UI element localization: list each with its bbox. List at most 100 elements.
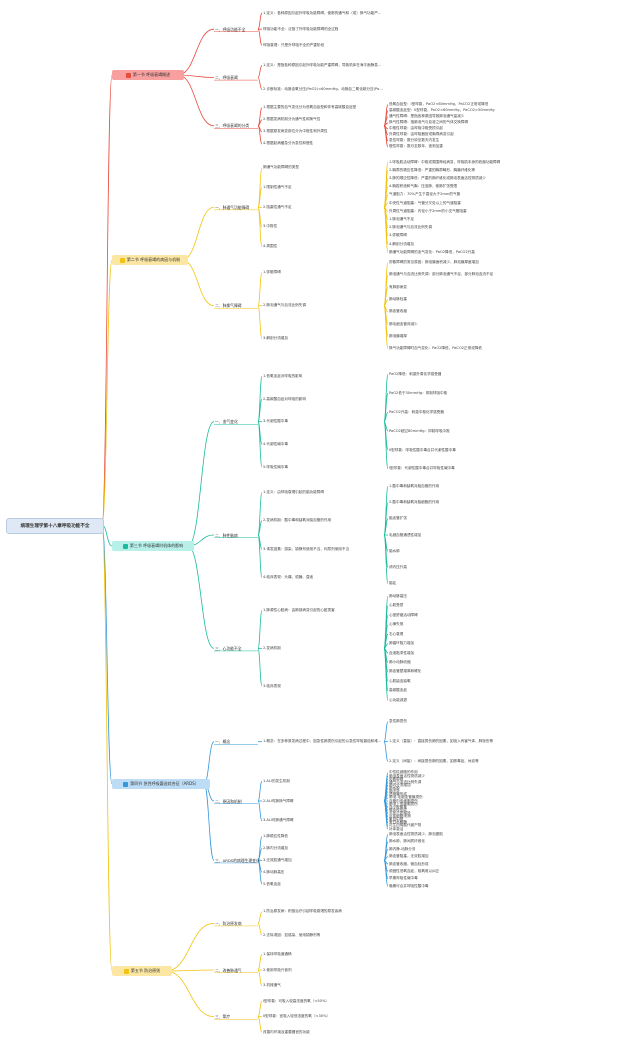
detail-item[interactable]: 肺动脉高压 (389, 593, 407, 598)
detail-item[interactable]: 低氧血症型：I型呼衰，PaO2<60mmHg，PaCO2正常或降低 (389, 102, 489, 107)
branch-label[interactable]: 三、呼吸衰竭的分类 (215, 123, 250, 129)
detail-item[interactable]: 有肺部病变 (389, 284, 407, 289)
detail-item[interactable]: II型呼衰：呼吸性酸中毒合并代谢性酸中毒 (389, 447, 456, 452)
leaf-item[interactable]: 2.发病机制：酸中毒和缺氧对脑血管的作用 (263, 518, 332, 523)
detail-item[interactable]: 肺内静-动脉分流 (389, 846, 416, 851)
detail-item[interactable]: PaO2低于30mmHg：抑制呼吸中枢 (389, 390, 448, 395)
detail-item[interactable]: 2.肺泡通气与血流比例失调 (389, 225, 432, 230)
detail-item[interactable]: 心功能减退 (389, 697, 407, 702)
detail-item[interactable]: 4.胸腔积液和气胸：压迫肺，使肺扩张受限 (389, 184, 458, 189)
leaf-item[interactable]: 2.诊断标准：动脉血氧分压(PaO2)<60mmHg，动脉血二氧化碳分压(PaC… (263, 87, 385, 92)
leaf-item[interactable]: II型呼衰：宜吸入较低浓度的氧（<30%） (263, 1014, 331, 1019)
detail-item[interactable]: 1.呼吸肌活动障碍：中枢或周围神经病变，呼吸肌本身的收缩功能障碍 (389, 159, 501, 164)
detail-item[interactable]: 急性呼衰：数分钟至数天内发生 (389, 138, 440, 143)
detail-item[interactable]: 肺血管收缩，微血栓形成 (389, 861, 429, 866)
branch-label[interactable]: 一、防治原发病 (215, 920, 242, 926)
branch-label[interactable]: 二、呼吸衰竭 (215, 75, 238, 80)
detail-item[interactable]: 2.胸廓的顺应性降低：严重的胸廓畸形、胸膜纤维化等 (389, 167, 476, 172)
detail-item[interactable]: PaO2降低：刺激外周化学感受器 (389, 371, 442, 376)
detail-item[interactable]: 肺毛细血管床减少 (389, 321, 418, 326)
detail-item[interactable]: 毛细血管通透性增加 (389, 532, 422, 537)
detail-item[interactable]: 补体激活 (389, 826, 404, 831)
detail-item[interactable]: PaCO2升高：刺激中枢化学感受器 (389, 409, 444, 414)
detail-item[interactable]: 肺泡通气与血流比例失调：部分肺泡通气不足、部分肺泡血流不足 (389, 272, 494, 277)
detail-item[interactable]: 晚期可合并呼吸性酸中毒 (389, 883, 429, 888)
detail-item[interactable]: 肺小动脉收缩 (389, 660, 411, 664)
detail-item[interactable]: 3.肺的顺应性降低：严重的肺纤维化或肺泡表面活性物质减少 (389, 176, 486, 181)
section-1-node[interactable]: 第一节 呼吸衰竭概述 (112, 70, 184, 80)
leaf-item[interactable]: 3.无效腔通气增加 (263, 857, 292, 862)
detail-item[interactable]: 右心衰竭 (389, 631, 404, 636)
leaf-item[interactable]: 4.代谢性碱中毒 (263, 441, 288, 446)
branch-label[interactable]: 一、呼吸功能不全 (215, 26, 246, 32)
leaf-item[interactable]: 4.根据起病缓急分为急性和慢性 (263, 141, 314, 146)
detail-item[interactable]: 4.解剖分流增加 (389, 241, 414, 246)
branch-label[interactable]: 二、原因和机制 (215, 798, 242, 804)
detail-item[interactable]: 心肌缺血缺氧 (389, 678, 411, 683)
branch-label[interactable]: 一、血气变化 (215, 419, 238, 425)
detail-item[interactable]: 通气性障碍：是指各种原因导致肺泡通气量减少 (389, 114, 465, 119)
leaf-item[interactable]: 1.肺顺应性降低 (263, 834, 288, 839)
branch-label[interactable]: 一、概念 (215, 739, 231, 745)
detail-item[interactable]: 肺血管壁增厚和硬化 (389, 669, 422, 674)
detail-item[interactable]: 2.定义（间接）：间接损伤肺的因素，如脓毒症、休克等 (389, 758, 479, 763)
root-node[interactable]: 病理生理学第十八章呼吸功能不全 (6, 518, 104, 534)
detail-item[interactable]: 换气功能障碍时血气变化：PaO2降低，PaCO2正常或降低 (389, 346, 483, 351)
section-3-node[interactable]: 第三节 呼吸衰竭时机体的影响 (112, 541, 194, 551)
detail-item[interactable]: 中枢性呼衰：由呼吸中枢受损引起 (389, 126, 443, 131)
branch-label[interactable]: 三、心功能不全 (215, 645, 242, 651)
detail-item[interactable]: 心室舒缩活动障碍 (389, 612, 418, 617)
leaf-item[interactable]: 1.概念：在多种原发病过程中，因急性肺损伤引起的以急性呼吸窘迫和难治性低氧血症为… (263, 739, 385, 744)
leaf-item[interactable]: 3.ALI时肺通气障碍 (263, 818, 294, 823)
leaf-item[interactable]: 4.肺动脉高压 (263, 869, 285, 874)
section-5-node[interactable]: 第五节 防治原则 (112, 966, 172, 976)
leaf-item[interactable]: 1.保持呼吸道通畅 (263, 951, 292, 956)
detail-item[interactable]: 颅内压升高 (389, 564, 407, 569)
detail-item[interactable]: 早期呼吸性碱中毒 (389, 876, 418, 881)
leaf-item[interactable]: 3.代谢性酸中毒 (263, 419, 288, 424)
leaf-item[interactable]: 2.去除诱因：如感染、使用镇静剂等 (263, 932, 321, 937)
detail-item[interactable]: 脑疝 (389, 581, 397, 586)
leaf-item[interactable]: 1.定义：是指各种原因引起外呼吸功能严重障碍，导致机体在海平面静息状态吸入空气时… (263, 62, 385, 67)
detail-item[interactable]: 脑血管扩张 (389, 516, 407, 521)
detail-item[interactable]: 心肌受损 (389, 603, 404, 608)
detail-item[interactable]: I型呼衰：代谢性酸中毒合并呼吸性碱中毒 (389, 466, 455, 471)
branch-label[interactable]: 三、氧疗 (215, 1014, 231, 1020)
detail-item[interactable]: 肺血管收缩 (389, 309, 407, 314)
leaf-item[interactable]: 改善内环境及重要器官的功能 (263, 1029, 310, 1034)
leaf-item[interactable]: 3.机械通气 (263, 983, 281, 988)
leaf-item[interactable]: 3.根据原发病变部位分为中枢性和外周性 (263, 129, 328, 134)
branch-label[interactable]: 二、肺性脑病 (215, 532, 238, 538)
detail-item[interactable]: 肺水肿，肺间质纤维化 (389, 839, 425, 844)
leaf-item[interactable]: I型呼衰：可吸入较高浓度的氧（<50%） (263, 998, 329, 1003)
branch-label[interactable]: 三、ARDS的病理生理变化 (215, 857, 260, 863)
leaf-item[interactable]: 1.定义：由呼吸衰竭引起的脑功能障碍 (263, 490, 324, 494)
leaf-item[interactable]: 1.限制性通气不足 (263, 185, 292, 190)
leaf-item[interactable]: 1.弥散障碍 (263, 270, 281, 275)
leaf-item[interactable]: 肺通气功能障碍的类型 (263, 165, 299, 170)
detail-item[interactable]: 高碳酸血症型：II型呼衰，PaO2<60mmHg，PaCO2>50mmHg (389, 108, 495, 113)
branch-label[interactable]: 二、改善肺通气 (215, 967, 242, 973)
detail-item[interactable]: 高碳酸血症 (389, 688, 407, 693)
section-2-node[interactable]: 第二节 呼吸衰竭的病因与机制 (112, 255, 188, 265)
leaf-item[interactable]: 1.低氧血症对呼吸的影响 (263, 373, 303, 378)
detail-item[interactable]: 3.弥散障碍 (389, 233, 407, 238)
section-4-node[interactable]: 第四节 急性呼吸窘迫综合征（ARDS） (112, 779, 210, 789)
detail-item[interactable]: 心律失常 (389, 622, 404, 627)
detail-item[interactable]: 外周性气道阻塞：内径小于2mm的小支气管阻塞 (389, 208, 467, 213)
leaf-item[interactable]: 3.解剖分流增加 (263, 336, 288, 341)
leaf-item[interactable]: 3.诱发因素：感染、镇静剂使用不当、利尿剂使用不当 (263, 546, 350, 551)
detail-item[interactable]: 肺泡表面活性物质减少，肺泡萎陷 (389, 831, 443, 836)
leaf-item[interactable]: 2.根据发病机制分为通气性和换气性 (263, 117, 321, 122)
leaf-item[interactable]: 2.肺泡通气与血流比例失调 (263, 303, 306, 308)
detail-item[interactable]: 1.定义（直接）：直接损伤肺的因素，如吸入有害气体、肺挫伤等 (389, 739, 494, 744)
leaf-item[interactable]: 2.肺内分流增加 (263, 845, 288, 850)
leaf-item[interactable]: 1.防治原发病：积极治疗引起呼吸衰竭的原发疾病 (263, 909, 342, 914)
detail-item[interactable]: 血液黏滞性增加 (389, 650, 415, 655)
leaf-item[interactable]: 3.中枢性 (263, 224, 278, 229)
leaf-item[interactable]: 1.肺源性心脏病：由肺部病变引起的心脏损害 (263, 608, 335, 613)
detail-item[interactable]: 顽固性低氧血症，吸氧难以纠正 (389, 868, 440, 873)
detail-item[interactable]: 慢性呼衰：数月至数年，逐渐加重 (389, 144, 443, 149)
leaf-item[interactable]: 2.使用呼吸兴奋剂 (263, 967, 292, 972)
detail-item[interactable]: 外周性呼衰：由呼吸器官或胸廓病变引起 (389, 132, 454, 137)
